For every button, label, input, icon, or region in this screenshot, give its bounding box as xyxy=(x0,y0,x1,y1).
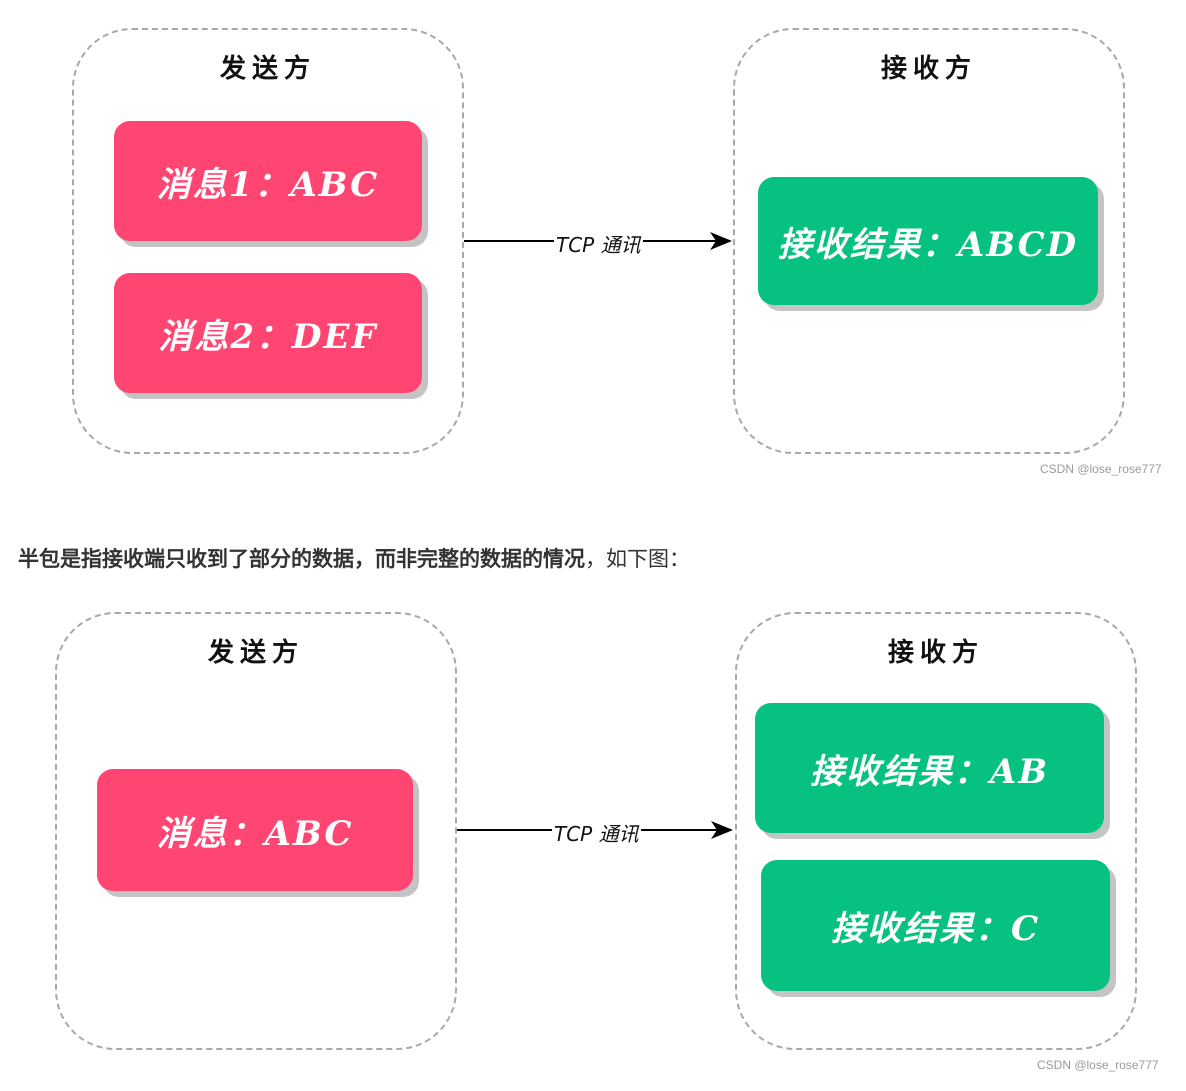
tcp-arrow-label: TCP 通讯 xyxy=(554,229,643,258)
sender-title: 发送方 xyxy=(219,54,316,84)
sender-group: 发送方 xyxy=(72,28,464,454)
receiver-result-1: 接收结果：AB xyxy=(755,703,1104,833)
caption-normal: ，如下图： xyxy=(585,547,690,571)
caption-text: 半包是指接收端只收到了部分的数据，而非完整的数据的情况，如下图： xyxy=(18,543,690,573)
sticky-packet-diagram: 发送方 消息1：ABC 消息2：DEF 接收方 接收结果：ABCD TCP 通讯… xyxy=(0,0,1186,490)
sender-group: 发送方 xyxy=(55,612,457,1050)
sender-message-1: 消息：ABC xyxy=(97,769,413,891)
sender-message-1: 消息1：ABC xyxy=(114,121,422,241)
sender-message-2: 消息2：DEF xyxy=(114,273,422,393)
receiver-group: 接收方 xyxy=(733,28,1125,454)
receiver-result-2: 接收结果：C xyxy=(761,860,1110,991)
receiver-title: 接收方 xyxy=(887,638,984,668)
watermark: CSDN @lose_rose777 xyxy=(1037,1058,1159,1072)
receiver-group: 接收方 xyxy=(735,612,1137,1050)
half-packet-diagram: 发送方 消息：ABC 接收方 接收结果：AB 接收结果：C TCP 通讯 CSD… xyxy=(0,600,1186,1091)
tcp-arrow-label: TCP 通讯 xyxy=(552,818,641,847)
sender-title: 发送方 xyxy=(207,638,304,668)
receiver-title: 接收方 xyxy=(880,54,977,84)
receiver-result-1: 接收结果：ABCD xyxy=(758,177,1098,305)
watermark: CSDN @lose_rose777 xyxy=(1040,462,1162,476)
caption-bold: 半包是指接收端只收到了部分的数据，而非完整的数据的情况 xyxy=(18,547,585,571)
